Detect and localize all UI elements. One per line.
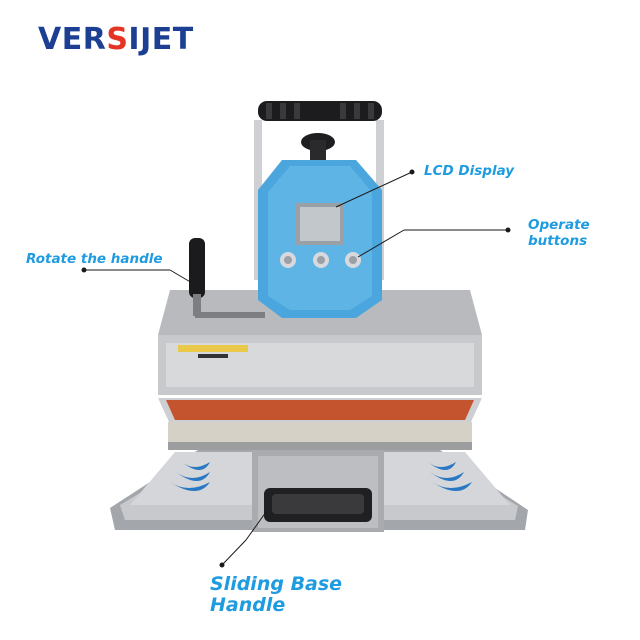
logo-text-suffix: IJET: [128, 22, 194, 57]
callout-lcd-display: LCD Display: [424, 163, 515, 179]
lower-platen: [158, 398, 482, 450]
brand-logo: VERSIJET: [38, 22, 194, 57]
base-stand: [110, 450, 528, 530]
callout-sliding-line1: Sliding Base: [210, 573, 343, 595]
logo-text-prefix: VER: [38, 22, 107, 57]
callout-rotate-handle: Rotate the handle: [26, 251, 163, 267]
callout-operate-line1: Operate: [528, 217, 590, 233]
callout-sliding-line2: Handle: [210, 594, 286, 616]
control-housing: [258, 160, 382, 318]
vent-pattern-right: [428, 462, 472, 491]
vent-pattern-left: [170, 462, 210, 491]
sliding-base-drawer: [252, 450, 384, 532]
callout-leaders: [81, 169, 511, 568]
logo-text-accent: S: [106, 22, 129, 57]
callout-operate-line2: buttons: [528, 233, 588, 249]
